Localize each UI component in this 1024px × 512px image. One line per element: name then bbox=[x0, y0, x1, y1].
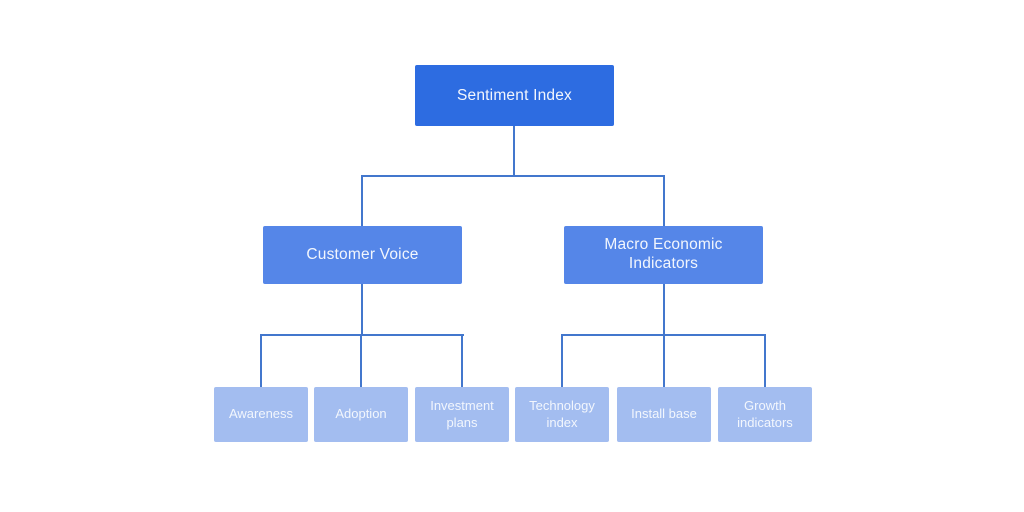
connector-line bbox=[361, 175, 665, 177]
leaf-node-awareness: Awareness bbox=[214, 387, 308, 442]
branch-node-label: Customer Voice bbox=[306, 245, 419, 263]
leaf-node-label: Adoption bbox=[335, 406, 387, 422]
leaf-node-label: Install base bbox=[631, 406, 697, 422]
connector-line bbox=[360, 334, 362, 387]
leaf-node-technology-index: Technology index bbox=[515, 387, 609, 442]
leaf-node-label: Investment plans bbox=[430, 398, 494, 430]
leaf-node-label: Growth indicators bbox=[737, 398, 793, 430]
leaf-node-investment-plans: Investment plans bbox=[415, 387, 509, 442]
connector-line bbox=[764, 334, 766, 387]
leaf-node-adoption: Adoption bbox=[314, 387, 408, 442]
root-node-sentiment-index: Sentiment Index bbox=[415, 65, 614, 126]
connector-line bbox=[663, 284, 665, 335]
root-node-label: Sentiment Index bbox=[456, 86, 572, 104]
connector-line bbox=[663, 334, 665, 387]
connector-line bbox=[260, 334, 464, 336]
connector-line bbox=[461, 334, 463, 387]
leaf-node-label: Awareness bbox=[228, 406, 294, 422]
branch-node-customer-voice: Customer Voice bbox=[263, 226, 462, 284]
connector-line bbox=[361, 175, 363, 226]
connector-line bbox=[361, 284, 363, 335]
connector-line bbox=[561, 334, 563, 387]
connector-line bbox=[260, 334, 262, 387]
leaf-node-label: Technology index bbox=[529, 398, 595, 430]
connector-line bbox=[513, 126, 515, 176]
leaf-node-install-base: Install base bbox=[617, 387, 711, 442]
connector-line bbox=[663, 175, 665, 226]
branch-node-macro-economic-indicators: Macro Economic Indicators bbox=[564, 226, 763, 284]
branch-node-label: Macro Economic Indicators bbox=[604, 236, 723, 272]
leaf-node-growth-indicators: Growth indicators bbox=[718, 387, 812, 442]
